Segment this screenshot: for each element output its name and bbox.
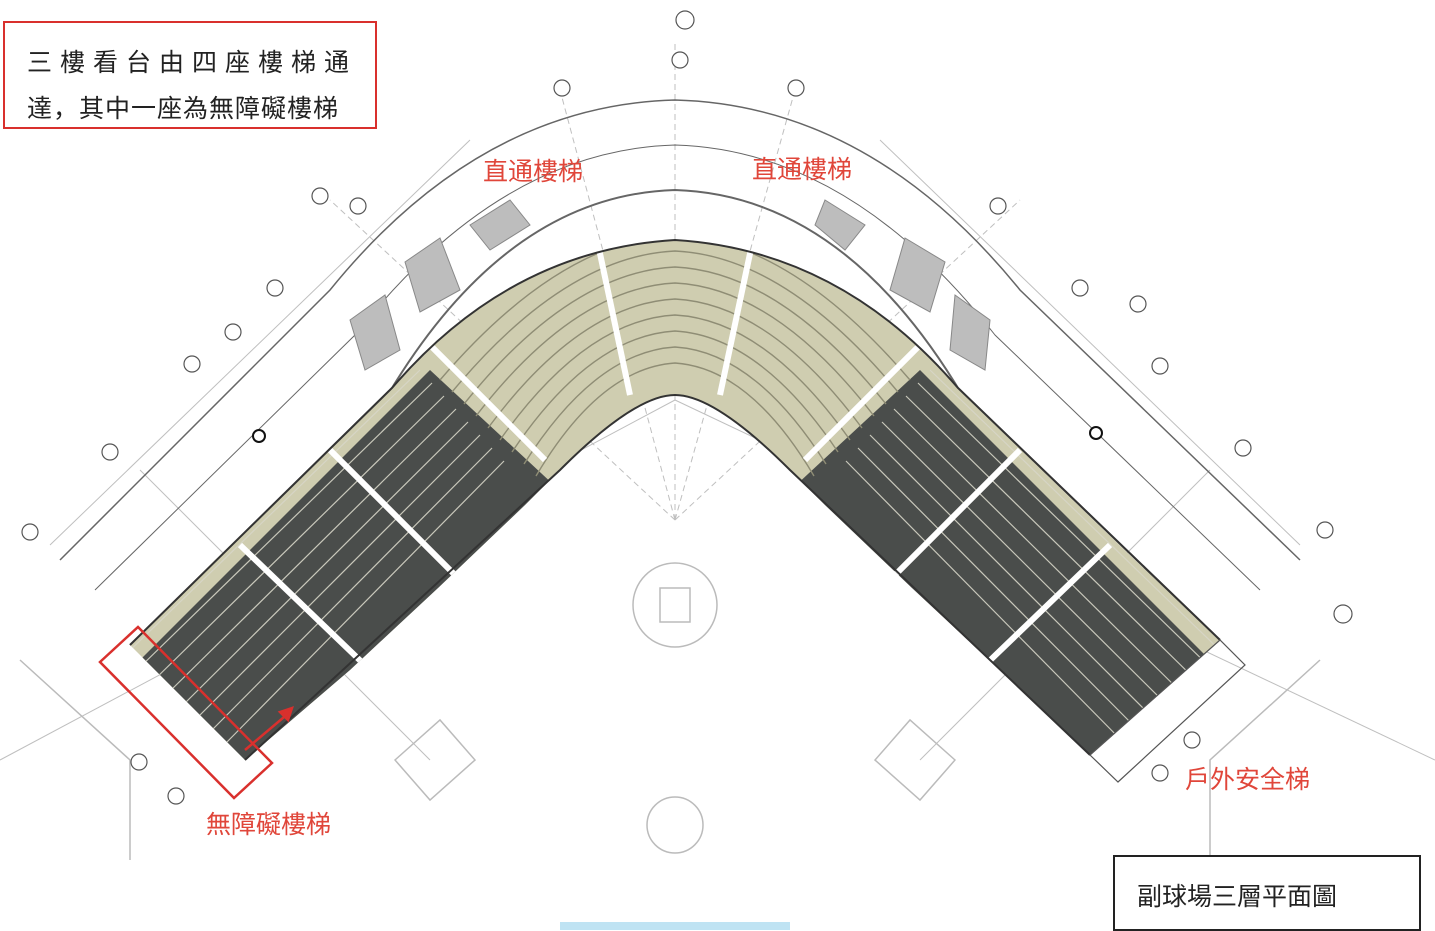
label-outdoor-stair: 戶外安全梯 <box>1185 765 1311 794</box>
blue-strip <box>560 922 790 930</box>
drawing-title-box: 副球場三層平面圖 <box>1113 855 1421 931</box>
field-features <box>19 562 1321 860</box>
callout-line-2: 達，其中一座為無障礙樓梯 <box>27 94 340 123</box>
grid-bubbles <box>21 10 1353 805</box>
info-callout: 三樓看台由四座樓梯通 達，其中一座為無障礙樓梯 <box>3 21 377 129</box>
label-accessible-stair: 無障礙樓梯 <box>206 810 332 839</box>
drawing-title: 副球場三層平面圖 <box>1137 882 1338 911</box>
label-direct-stair-left: 直通樓梯 <box>483 157 584 186</box>
accessible-stair-highlight <box>98 625 294 800</box>
callout-line-1: 三樓看台由四座樓梯通 <box>27 48 358 77</box>
outdoor-stair-area <box>1089 639 1246 783</box>
small-markers <box>252 426 1103 443</box>
stand-outline <box>129 238 1221 761</box>
stair-blocks <box>349 199 991 371</box>
label-direct-stair-right: 直通樓梯 <box>752 155 853 184</box>
